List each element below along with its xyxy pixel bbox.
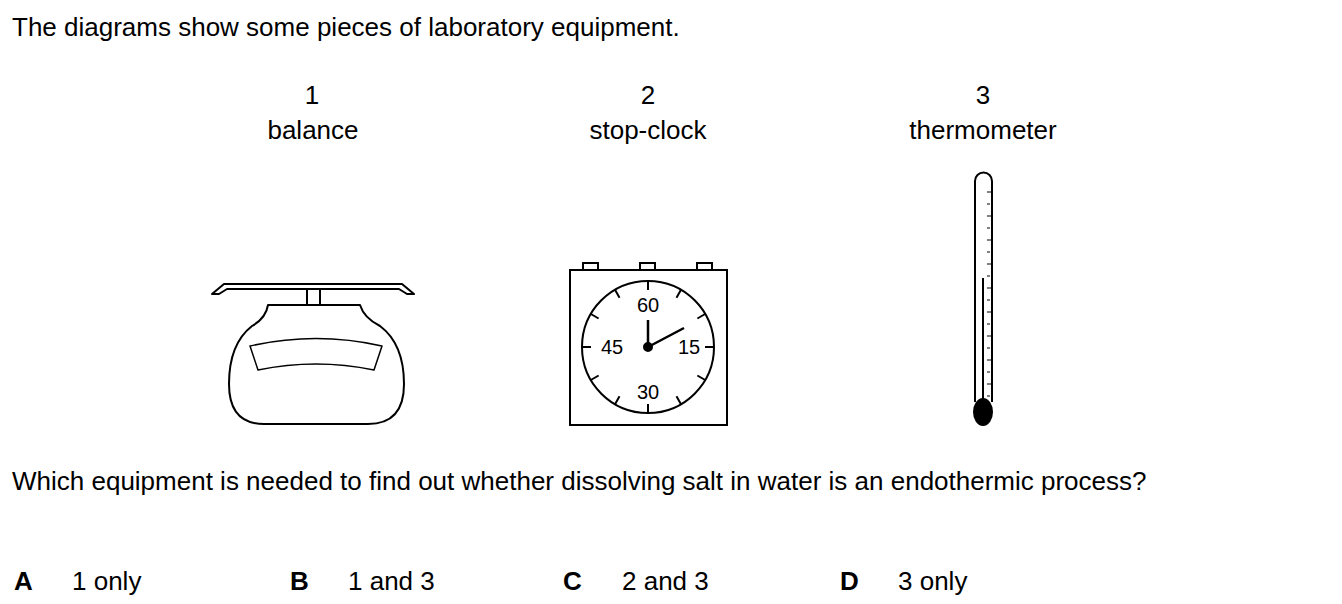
stem-text: The diagrams show some pieces of laborat… <box>12 12 680 42</box>
option-letter: A <box>14 566 33 596</box>
option-letter: C <box>563 566 582 596</box>
clock-tick <box>677 290 682 298</box>
clock-tick <box>615 290 620 298</box>
scale-tick <box>987 336 992 337</box>
option-letter: B <box>290 566 309 596</box>
scale-tick <box>987 288 992 289</box>
item-name: thermometer <box>909 115 1056 145</box>
option-text: 1 only <box>72 566 141 596</box>
item-number: 1 <box>305 80 319 110</box>
clock-tick <box>697 314 705 319</box>
item-name: stop-clock <box>589 115 706 145</box>
clock-number: 45 <box>601 336 623 359</box>
scale-tick <box>987 312 992 313</box>
clock-tick <box>647 404 649 413</box>
clock-tick <box>705 346 714 348</box>
item-number: 3 <box>976 80 990 110</box>
option-text: 1 and 3 <box>348 566 435 596</box>
scale-tick <box>987 276 990 277</box>
item-name: balance <box>267 115 358 145</box>
scale-tick <box>987 300 990 301</box>
clock-tick <box>582 346 591 348</box>
clock-number: 60 <box>637 294 659 317</box>
clock-number: 30 <box>637 381 659 404</box>
item-number: 2 <box>641 80 655 110</box>
clock-tick <box>697 376 705 381</box>
option-text: 3 only <box>898 566 967 596</box>
scale-tick <box>987 228 990 229</box>
scale-tick <box>987 360 992 361</box>
option-letter: D <box>840 566 859 596</box>
clock-number: 15 <box>678 336 700 359</box>
scale-tick <box>987 204 990 205</box>
clock-tick <box>615 396 620 404</box>
clock-tick <box>591 376 599 381</box>
scale-tick <box>987 396 990 397</box>
scale-tick <box>987 264 992 265</box>
question-text: Which equipment is needed to find out wh… <box>12 463 1332 499</box>
clock-tick <box>647 281 649 290</box>
scale-tick <box>987 372 990 373</box>
stop-clock-drawing <box>570 263 727 425</box>
balance-drawing <box>212 284 414 424</box>
option-text: 2 and 3 <box>622 566 709 596</box>
scale-tick <box>987 384 992 385</box>
clock-tick <box>591 314 599 319</box>
scale-tick <box>987 240 992 241</box>
scale-tick <box>987 192 992 193</box>
thermometer-drawing <box>974 173 992 426</box>
scale-tick <box>987 348 990 349</box>
scale-tick <box>987 324 990 325</box>
scale-tick <box>987 252 990 253</box>
clock-tick <box>677 396 682 404</box>
scale-tick <box>987 216 992 217</box>
